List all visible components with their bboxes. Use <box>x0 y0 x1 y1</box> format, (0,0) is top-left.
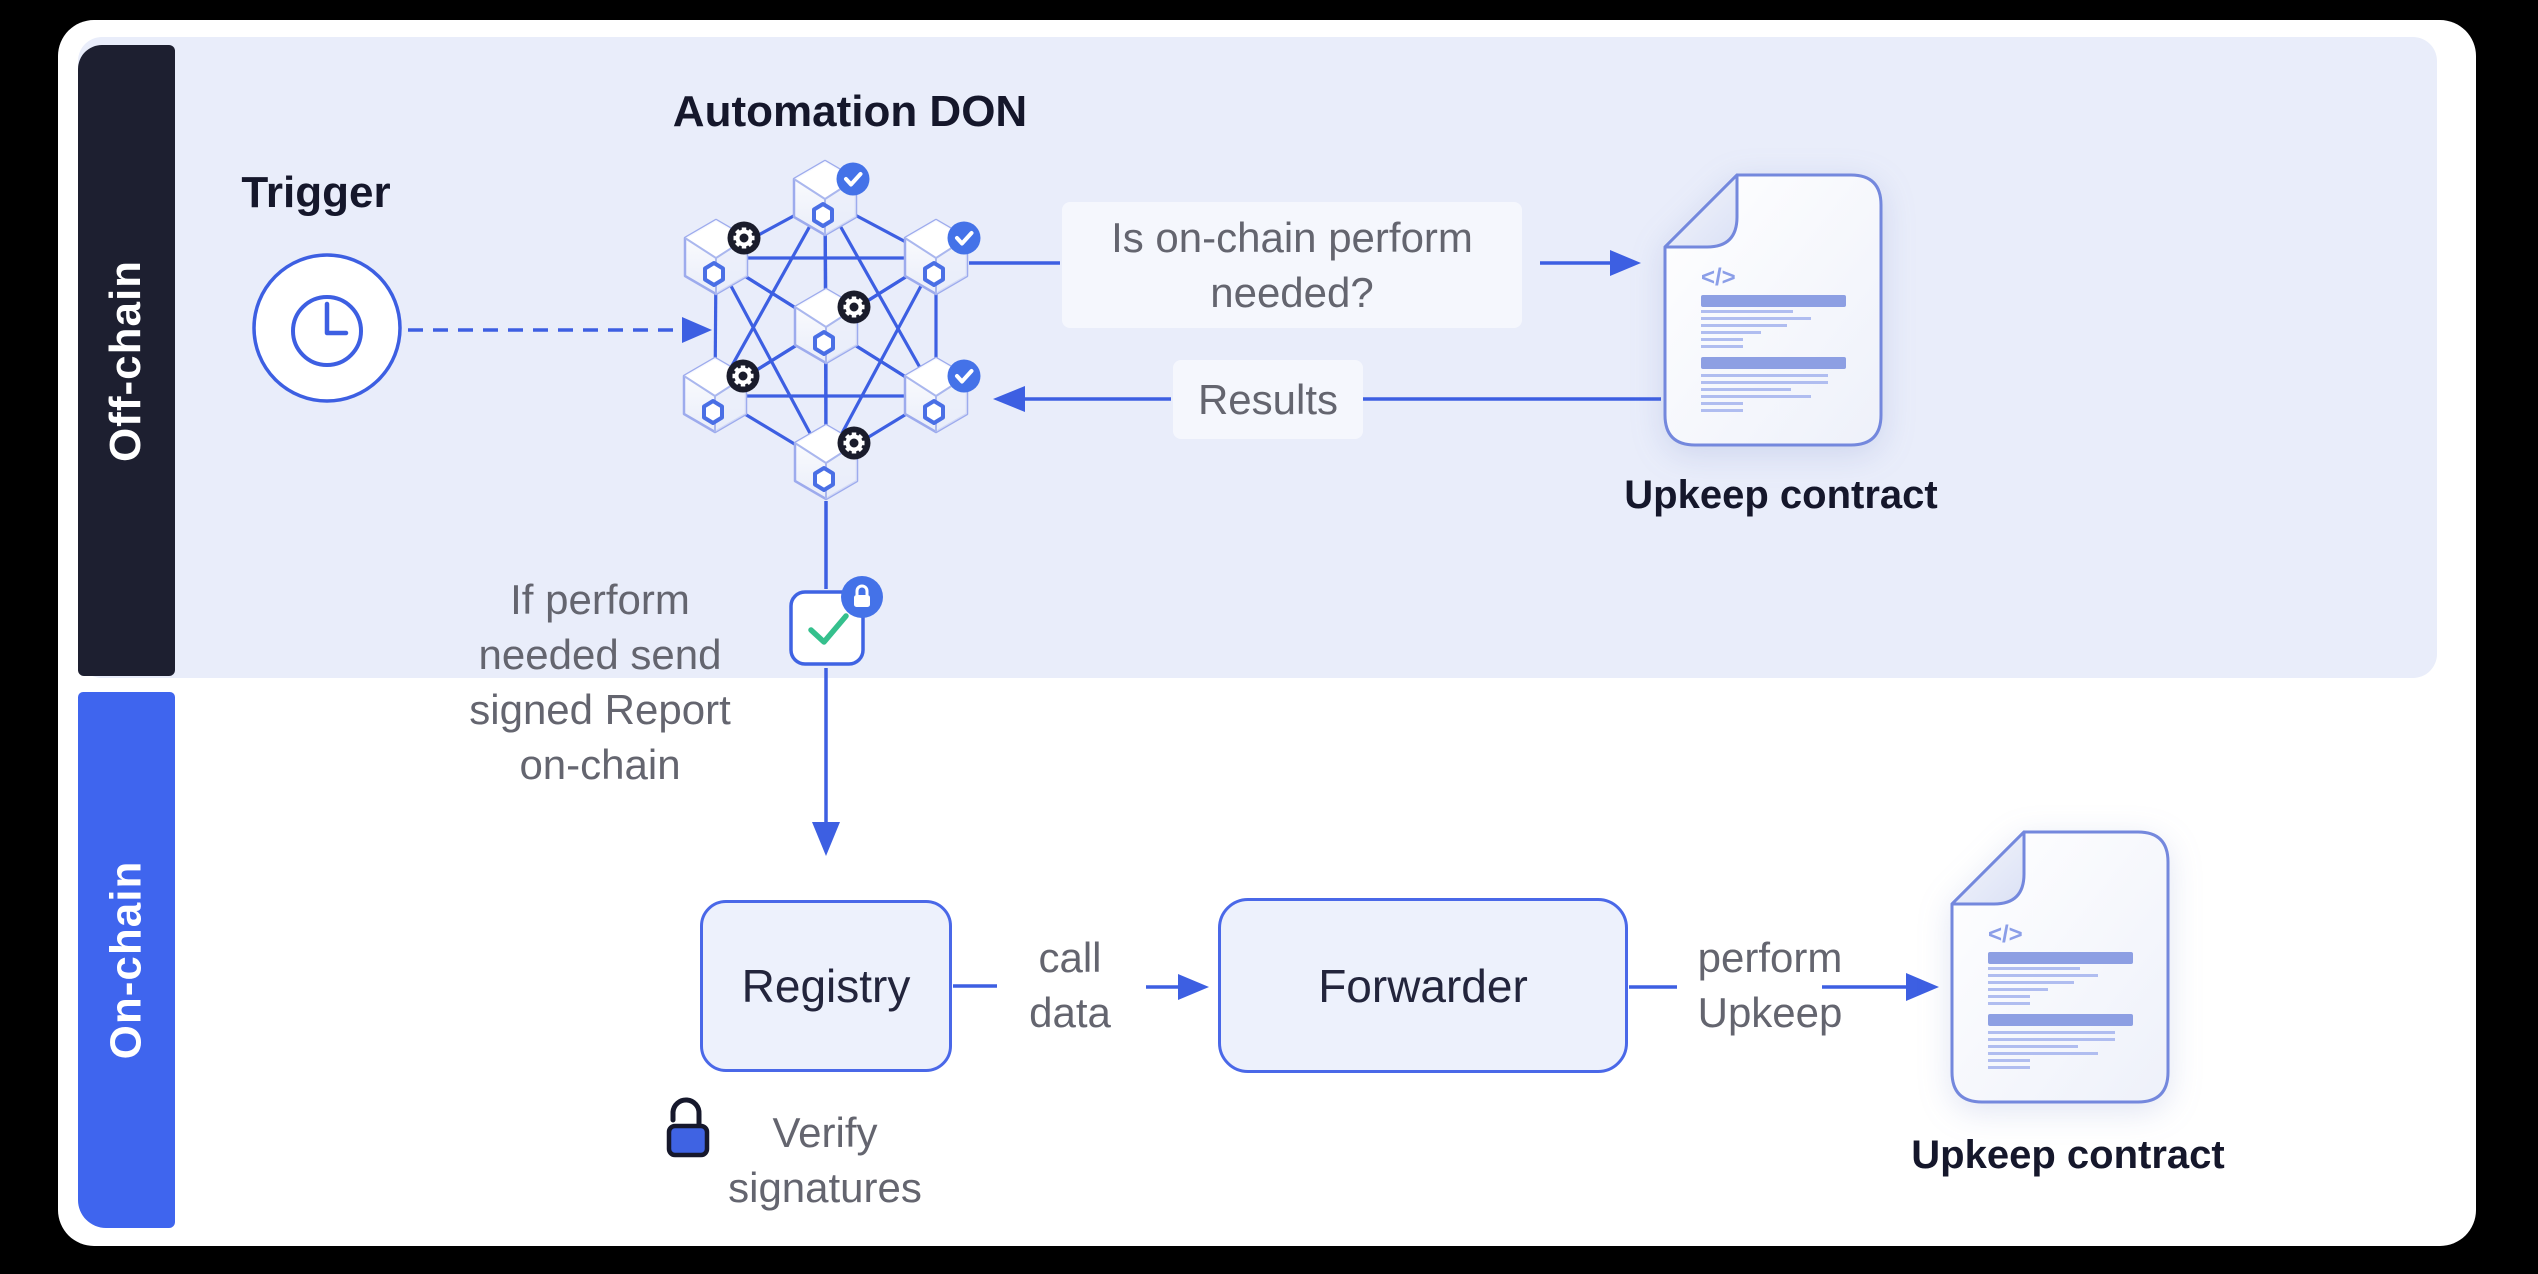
upkeep-contract-label-bottom: Upkeep contract <box>1911 1133 2225 1177</box>
call-data-label: call data <box>1029 934 1111 1036</box>
question-note: Is on-chain perform needed? <box>1062 202 1522 328</box>
trigger-label: Trigger <box>241 168 391 217</box>
registry-box: Registry <box>700 900 952 1072</box>
onchain-band: On-chain <box>78 692 175 1228</box>
offchain-band: Off-chain <box>78 45 175 676</box>
onchain-band-label: On-chain <box>101 860 151 1060</box>
svg-text:</>: </> <box>1701 264 1736 291</box>
offchain-panel <box>78 37 2437 678</box>
forwarder-box: Forwarder <box>1218 898 1628 1073</box>
automation-don-label: Automation DON <box>672 87 1028 136</box>
perform-upkeep-label: perform Upkeep <box>1697 934 1843 1036</box>
results-note: Results <box>1173 360 1363 439</box>
upkeep-contract-icon-bottom: </> <box>1950 830 2170 1104</box>
upkeep-contract-label-top: Upkeep contract <box>1624 473 1938 517</box>
svg-text:</>: </> <box>1988 921 2023 948</box>
signed-report-note: If perform needed send signed Report on-… <box>469 576 731 788</box>
offchain-band-label: Off-chain <box>101 259 151 462</box>
upkeep-contract-icon-top: </> <box>1663 173 1883 447</box>
verify-signatures-label: Verify signatures <box>728 1109 922 1211</box>
